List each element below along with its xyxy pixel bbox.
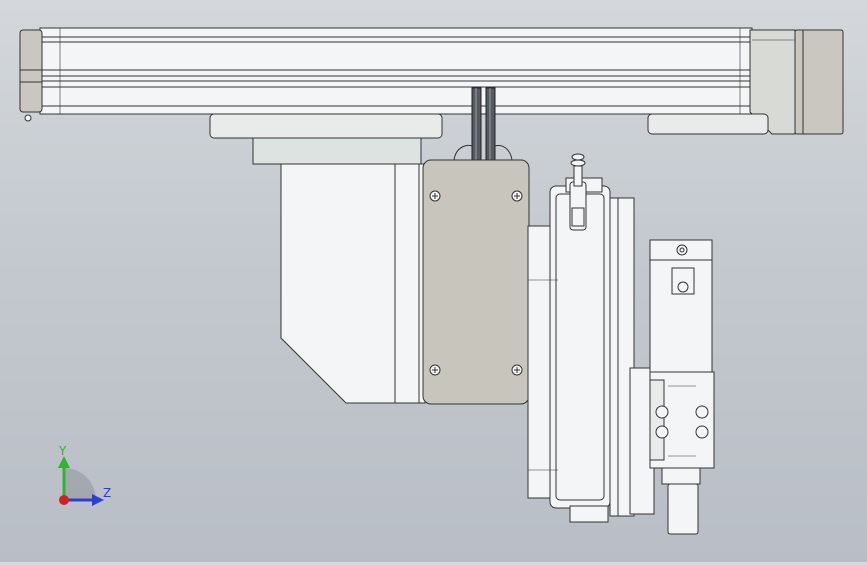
side-cylinder — [649, 239, 715, 535]
coordinate-triad: Y Z — [58, 444, 111, 506]
triad-arc — [64, 468, 96, 500]
x-axis-dot-icon — [59, 495, 69, 505]
linear-rail — [39, 27, 753, 115]
y-axis-label: Y — [58, 444, 67, 458]
cover-plate — [422, 159, 530, 405]
screw-icon — [511, 364, 523, 376]
carriage-plate — [209, 113, 443, 165]
rail-bottom-slide — [647, 113, 769, 135]
y-axis-arrow-icon — [58, 456, 70, 468]
gripper-housing — [527, 177, 655, 523]
motor-housing — [749, 29, 844, 135]
z-axis-arrow-icon — [92, 494, 104, 506]
air-fitting — [570, 153, 586, 187]
rail-end-cap-left — [19, 29, 43, 122]
screw-icon — [429, 190, 441, 202]
z-axis-label: Z — [103, 486, 111, 500]
screw-icon — [511, 190, 523, 202]
rotary-body — [280, 163, 426, 404]
screw-icon — [429, 364, 441, 376]
